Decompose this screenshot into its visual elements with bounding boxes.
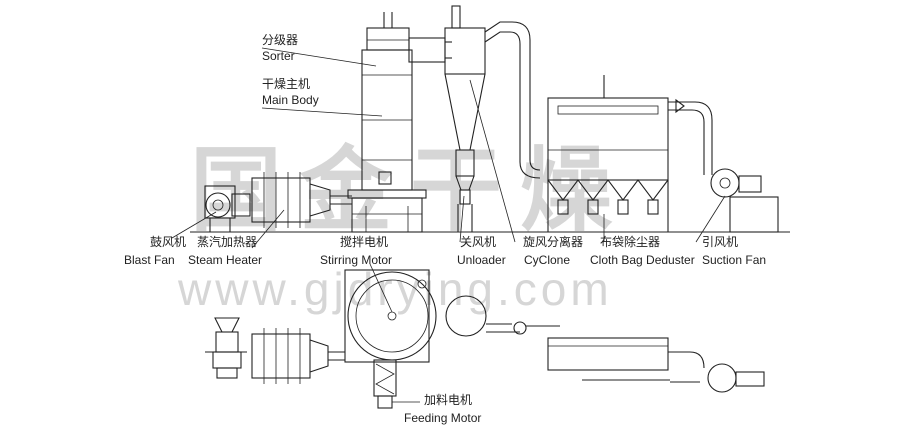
main-body-label-en: Main Body xyxy=(262,93,319,107)
suction-fan-drawing xyxy=(710,168,779,233)
sorter-label-zh: 分级器 xyxy=(262,33,298,47)
unloader-label-en: Unloader xyxy=(457,253,506,267)
unloader-label-zh: 关风机 xyxy=(460,235,496,249)
leader-lines xyxy=(171,47,726,403)
feeding-motor-label-en: Feeding Motor xyxy=(404,411,481,425)
main-body-drawing xyxy=(347,12,452,233)
cyclone-label-zh: 旋风分离器 xyxy=(523,234,583,249)
suction-fan-label-zh: 引风机 xyxy=(702,235,738,249)
cyclone-label-en: CyClone xyxy=(524,253,570,267)
watermark: 国金干燥 www.gjdrying.com xyxy=(177,140,630,315)
labels: 分级器 Sorter 干燥主机 Main Body 鼓风机 Blast Fan … xyxy=(124,33,766,425)
blast-fan-heater-drawing xyxy=(204,172,352,232)
blast-fan-label-en: Blast Fan xyxy=(124,253,175,267)
watermark-url: www.gjdrying.com xyxy=(177,263,613,315)
plan-view xyxy=(205,269,765,409)
suction-fan-label-en: Suction Fan xyxy=(702,253,766,267)
elevation-view xyxy=(190,5,790,233)
steam-heater-label-en: Steam Heater xyxy=(188,253,262,267)
main-body-label-zh: 干燥主机 xyxy=(262,77,310,91)
cyclone-drawing xyxy=(444,5,541,232)
feeding-motor-label-zh: 加料电机 xyxy=(424,393,472,407)
watermark-cn: 国金干燥 xyxy=(190,140,630,242)
stirring-motor-label-en: Stirring Motor xyxy=(320,253,392,267)
stirring-motor-label-zh: 搅拌电机 xyxy=(340,234,388,249)
steam-heater-label-zh: 蒸汽加热器 xyxy=(197,234,257,249)
cloth-bag-label-en: Cloth Bag Deduster xyxy=(590,253,695,267)
cloth-bag-label-zh: 布袋除尘器 xyxy=(600,234,660,249)
blast-fan-label-zh: 鼓风机 xyxy=(150,235,186,249)
sorter-label-en: Sorter xyxy=(262,49,295,63)
cloth-bag-drawing xyxy=(547,75,713,232)
